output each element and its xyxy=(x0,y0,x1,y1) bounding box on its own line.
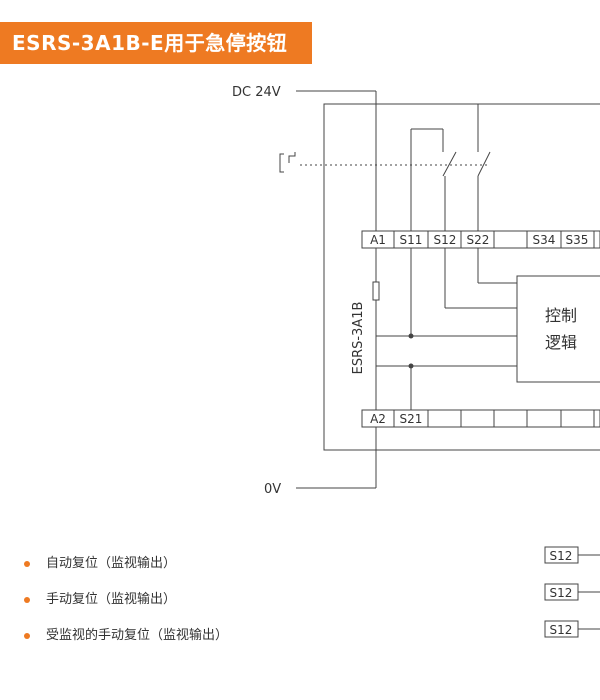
terminal-a1-label: A1 xyxy=(370,233,386,247)
terminal-s12-label: S12 xyxy=(434,233,457,247)
bullet-icon xyxy=(24,597,30,603)
terminal-s22-label: S22 xyxy=(467,233,490,247)
fuse-symbol xyxy=(372,281,380,301)
bullet-icon xyxy=(24,633,30,639)
legend-item-manual-reset: 手动复位（监视输出） xyxy=(24,588,284,624)
legend-label: 手动复位（监视输出） xyxy=(46,592,177,607)
switch2-contact xyxy=(477,151,491,177)
device-name-label: ESRS-3A1B xyxy=(351,302,366,375)
pushbutton-actuator-icon xyxy=(288,152,296,163)
terminal-s35-label: S35 xyxy=(566,233,589,247)
logic-label-line2: 逻辑 xyxy=(545,333,577,352)
switch1-contact xyxy=(442,151,457,177)
dc-24v-label: DC 24V xyxy=(232,85,281,100)
terminal-s34-label: S34 xyxy=(533,233,556,247)
legend-terminal-label-3: S12 xyxy=(550,623,573,637)
junction-dot xyxy=(408,333,414,339)
pushbutton-bracket-icon xyxy=(279,153,284,173)
terminal-s11-label: S11 xyxy=(400,233,423,247)
legend-terminal-box-3 xyxy=(544,620,579,638)
terminal-s21-label: S21 xyxy=(400,412,423,426)
logic-label-line1: 控制 xyxy=(545,306,577,325)
control-logic-box xyxy=(516,275,600,383)
legend-terminal-box-1 xyxy=(544,546,579,564)
top-terminal-strip xyxy=(361,230,600,249)
legend-label: 自动复位（监视输出） xyxy=(46,556,177,571)
bottom-terminal-strip xyxy=(361,409,600,428)
bullet-icon xyxy=(24,561,30,567)
junction-dot xyxy=(408,363,414,369)
legend-item-monitored-manual-reset: 受监视的手动复位（监视输出） xyxy=(24,624,284,660)
zero-v-label: 0V xyxy=(264,482,281,497)
terminal-a2-label: A2 xyxy=(370,412,386,426)
legend-label: 受监视的手动复位（监视输出） xyxy=(46,628,229,643)
legend-terminal-label-1: S12 xyxy=(550,549,573,563)
device-enclosure xyxy=(323,103,600,451)
legend-terminal-box-2 xyxy=(544,583,579,601)
legend-terminal-label-2: S12 xyxy=(550,586,573,600)
page-title: ESRS-3A1B-E用于急停按钮 xyxy=(0,22,312,64)
reset-mode-legend: 自动复位（监视输出） 手动复位（监视输出） 受监视的手动复位（监视输出） xyxy=(24,552,284,660)
legend-item-auto-reset: 自动复位（监视输出） xyxy=(24,552,284,588)
